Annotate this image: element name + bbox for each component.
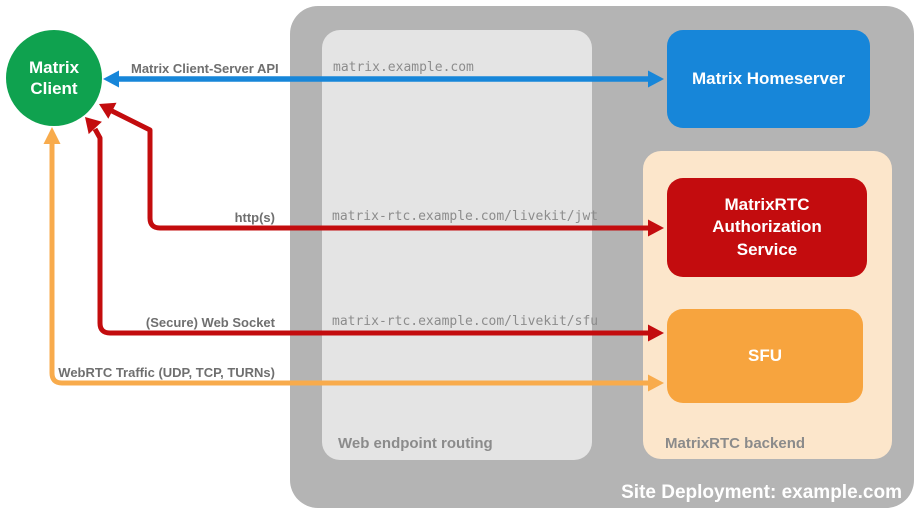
client-server-api-arrow-label: Matrix Client-Server API — [131, 61, 279, 76]
url-matrix-example-com: matrix.example.com — [333, 60, 474, 75]
matrix-client-node: Matrix Client — [6, 30, 102, 126]
url-livekit-sfu: matrix-rtc.example.com/livekit/sfu — [332, 314, 599, 329]
web-socket-arrow-label: (Secure) Web Socket — [145, 315, 275, 330]
web-endpoint-routing-label: Web endpoint routing — [338, 435, 493, 452]
matrixrtc-backend-label: MatrixRTC backend — [665, 435, 806, 452]
webrtc-traffic-arrow-label: WebRTC Traffic (UDP, TCP, TURNs) — [58, 365, 275, 380]
matrix-client-label-line2: Client — [30, 79, 78, 98]
url-livekit-jwt: matrix-rtc.example.com/livekit/jwt — [332, 209, 599, 224]
sfu-label: SFU — [748, 345, 782, 365]
auth-service-label: MatrixRTC Authorization Service — [712, 195, 822, 259]
matrix-client-label-line1: Matrix — [28, 57, 80, 77]
web-endpoint-routing-panel — [322, 30, 592, 460]
matrix-homeserver-node: Matrix Homeserver — [667, 30, 870, 128]
site-deployment-label: Site Deployment: example.com — [621, 482, 902, 503]
matrix-homeserver-label: Matrix Homeserver — [691, 68, 846, 88]
sfu-node: SFU — [667, 309, 863, 403]
https-arrow-label: http(s) — [234, 210, 275, 225]
matrixrtc-authorization-service-node: MatrixRTC Authorization Service — [667, 178, 867, 277]
